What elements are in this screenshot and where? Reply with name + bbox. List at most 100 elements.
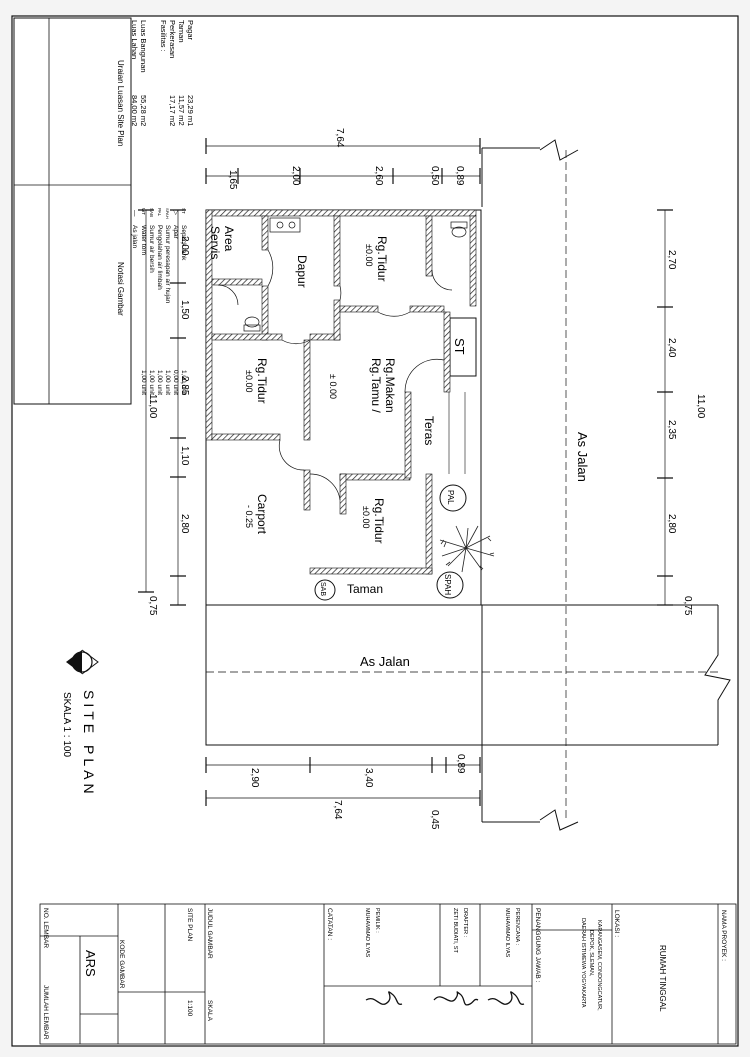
dim-left-part: 0,75 <box>147 596 158 616</box>
sheet-border <box>11 15 739 1047</box>
dim-right-part: 2,80 <box>666 514 677 534</box>
rg-tidur-2-elev: ±0.00 <box>244 370 254 392</box>
dim-top-part: 1,65 <box>227 170 238 190</box>
legend-item: — As jalan <box>131 210 138 249</box>
palm-tree-icon <box>439 525 495 573</box>
dim-bottom-part: 0,89 <box>455 754 466 774</box>
legend-item: ST Septick tank 1,00 unit <box>180 208 187 395</box>
site-row-label: Taman <box>177 20 186 43</box>
legend-item: ▷ Apar 0,00 unit <box>172 210 179 395</box>
dim-right-part: 0,75 <box>682 596 693 616</box>
nama-proyek-label: NAMA PROYEK : <box>720 910 727 961</box>
legend-symbol: WT <box>141 208 146 215</box>
site-row-label: Fasilitas : <box>159 20 168 52</box>
legend-item: PAL Pengolahan air limbah 1,00 unit <box>156 208 163 395</box>
legend-qty: 1,00 unit <box>156 370 163 395</box>
dim-top-total: 7,64 <box>334 128 345 148</box>
dim-left-part: 1,10 <box>179 446 190 466</box>
site-area-table: Uraian Luasan Site Plan Luas Lahan 84,00… <box>116 20 195 146</box>
lokasi-label: LOKASI : <box>613 910 620 937</box>
site-row-label: Perkerasan <box>168 20 177 58</box>
pj-label: PENANGGUNG JAWAB : <box>534 908 541 982</box>
taman-label: Taman <box>347 582 383 596</box>
kode-value: ARS <box>83 950 98 977</box>
legend-qty: 1,00 unit <box>148 370 155 395</box>
legend-symbol: ST <box>181 208 186 214</box>
legend-desc: As jalan <box>131 225 138 249</box>
site-row-label: Pagar <box>186 20 195 41</box>
lokasi-line: DEPOK, SLEMAN, <box>588 930 594 977</box>
perencana-name: MUHAMMAD ILYAS <box>504 908 510 958</box>
dim-top-part: 2,60 <box>373 166 384 186</box>
legend-qty: 1,00 unit <box>140 370 147 395</box>
dim-top-part: 0,89 <box>454 166 465 186</box>
site-row-label: Luas Bangunan <box>139 20 148 73</box>
dim-right-part: 2,35 <box>666 420 677 440</box>
no-lembar-label: NO. LEMBAR <box>42 908 49 948</box>
dim-bottom-total: 7,64 <box>332 800 343 820</box>
dim-bottom-extra: 0,45 <box>429 810 440 830</box>
legend-desc: Sumur peresapan air hujan <box>164 225 171 304</box>
skala-value: 1:100 <box>186 1000 193 1017</box>
dim-right-part: 2,40 <box>666 338 677 358</box>
site-table-title: Uraian Luasan Site Plan <box>116 60 125 146</box>
legend-qty: 1,00 unit <box>180 370 187 395</box>
legend-qty: 1,00 unit <box>164 370 171 395</box>
dim-right-part: 2,70 <box>666 250 677 270</box>
skala-label: SKALA <box>206 1000 213 1022</box>
legend-symbol: — <box>131 210 138 217</box>
legend-item: WT Water torn 1,00 unit <box>140 208 147 395</box>
rg-tamu-label: Rg.Tamu /Rg.Makan <box>369 358 397 413</box>
sab-symbol <box>314 579 336 601</box>
rg-tidur-1-elev: ±0.00 <box>364 244 374 266</box>
carport-elev: - 0.25 <box>244 505 254 528</box>
sab-label: SAB <box>319 582 326 596</box>
drawing-scale: SKALA 1 : 100 <box>61 692 72 757</box>
legend-desc: Apar <box>172 225 179 240</box>
legend-symbol: PAL <box>157 208 162 217</box>
kode-label: KODE GAMBAR <box>118 940 125 989</box>
dim-left-part: 2,80 <box>179 514 190 534</box>
legend-qty: 0,00 unit <box>172 370 179 395</box>
pemilik-name: MUHAMMAD ILYAS <box>364 908 370 958</box>
legend-item: SAB Sumur air bersih 1,00 unit <box>148 208 155 395</box>
dim-bottom-part: 2,90 <box>249 768 260 788</box>
dim-top-part: 2,00 <box>290 166 301 186</box>
site-row-value: 11,57 m2 <box>177 95 186 126</box>
rg-tidur-3-elev: ±0.00 <box>361 506 371 528</box>
drafter-label: DRAFTER : <box>462 908 468 938</box>
dim-right-total: 11,00 <box>695 394 706 419</box>
legend-desc: Septick tank <box>180 225 187 261</box>
rg-tidur-3-label: Rg.Tidur <box>372 498 386 544</box>
signature-icon <box>365 991 525 1006</box>
legend-symbol: SAB <box>149 208 154 217</box>
site-row-value: 17,17 m2 <box>168 95 177 126</box>
drafter-name: ZETI BUDIATI, ST <box>452 908 458 953</box>
site-row-value: 23,29 m1 <box>186 95 195 126</box>
lokasi-line: KARANGASEM, CONDONGCATUR, <box>596 920 602 1011</box>
judul-label: JUDUL GAMBAR <box>206 908 213 959</box>
dim-top-part: 0,50 <box>429 166 440 186</box>
dimension-labels: 7,64 1,65 2,00 2,60 0,50 0,89 2,00 1,50 … <box>147 128 706 830</box>
legend-title: Notasi Gambar <box>116 262 125 316</box>
floor-plan: ST PAL SPAH SAB AreaServis Dapur Rg.Tidu… <box>205 209 495 606</box>
title-block-text: NAMA PROYEK : RUMAH TINGGAL LOKASI : KAR… <box>42 908 727 1040</box>
legend-symbol: SPAH <box>165 208 170 219</box>
road-label-front: As Jalan <box>360 654 410 669</box>
area-servis-label: AreaServis <box>208 226 236 259</box>
jumlah-lembar-label: JUMLAH LEMBAR <box>42 985 49 1040</box>
legend-symbol: ▷ <box>172 210 179 216</box>
judul-value: SITE PLAN <box>186 908 193 942</box>
site-row-value: 55,28 m2 <box>139 95 148 126</box>
nama-proyek-value: RUMAH TINGGAL <box>658 945 667 1012</box>
carport-label: Carport <box>255 494 269 535</box>
info-panel: Uraian Luasan Site Plan Luas Lahan 84,00… <box>13 17 195 405</box>
spah-symbol <box>436 571 464 599</box>
pal-label: PAL <box>446 490 455 505</box>
dim-left-part: 1,50 <box>179 300 190 320</box>
site-row-value: 84,00 m2 <box>130 95 139 126</box>
pal-symbol <box>439 484 467 512</box>
dimension-lines <box>138 138 673 806</box>
pemilik-label: PEMILIK : <box>374 908 380 933</box>
